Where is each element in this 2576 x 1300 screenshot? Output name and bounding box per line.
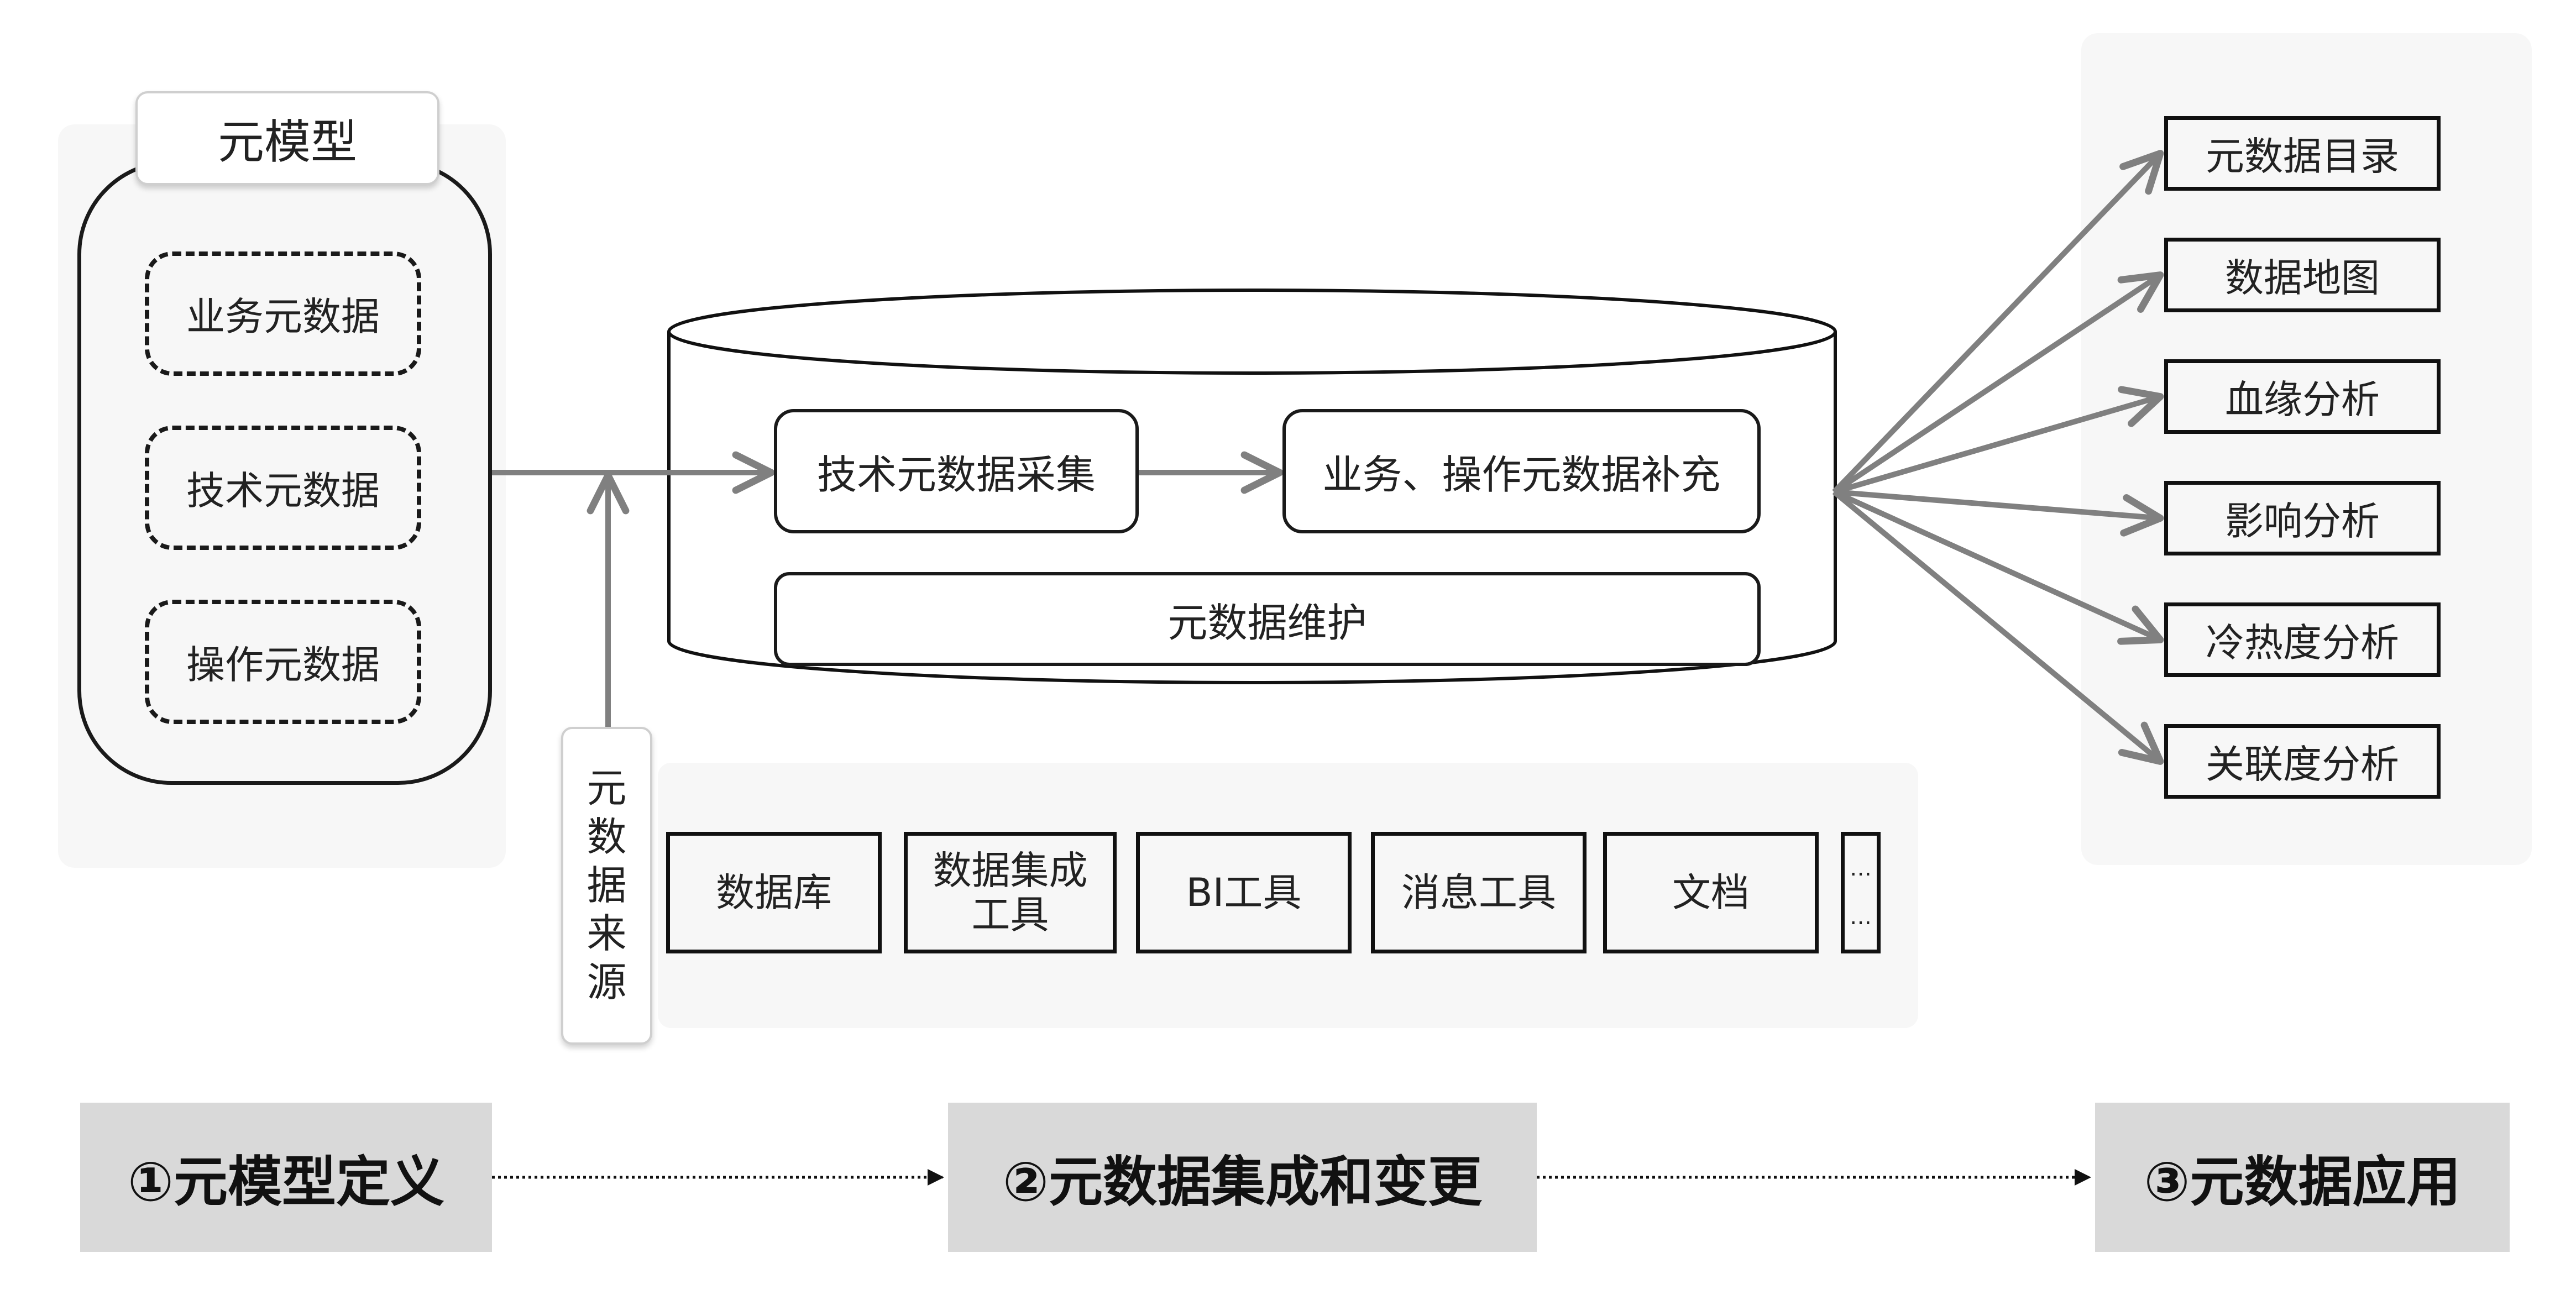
step-metamodel-definition: ①元模型定义 <box>80 1103 492 1252</box>
sources-label-char: 来 <box>587 910 627 957</box>
source-message-tool[interactable]: 消息工具 <box>1371 832 1587 953</box>
technical-metadata-collect[interactable]: 技术元数据采集 <box>774 409 1139 533</box>
cylinder-top <box>667 289 1837 375</box>
source-bi-tool[interactable]: BI工具 <box>1136 832 1352 953</box>
arrow-to-application <box>1832 150 2164 494</box>
metadata-sources-label: 元 数 据 来 源 <box>561 727 652 1045</box>
app-lineage-analysis[interactable]: 血缘分析 <box>2164 359 2441 434</box>
app-metadata-catalog[interactable]: 元数据目录 <box>2164 116 2441 191</box>
step-metadata-integration-change: ②元数据集成和变更 <box>948 1103 1537 1252</box>
sources-label-char: 源 <box>587 959 627 1006</box>
step-metadata-application: ③元数据应用 <box>2095 1103 2510 1252</box>
app-hot-cold-analysis[interactable]: 冷热度分析 <box>2164 602 2441 677</box>
meta-model-title: 元模型 <box>135 91 439 185</box>
source-database[interactable]: 数据库 <box>666 832 882 953</box>
sources-label-char: 元 <box>587 764 627 811</box>
arrow-to-application <box>1833 386 2164 495</box>
arrow-to-application <box>1834 489 2164 537</box>
app-association-analysis[interactable]: 关联度分析 <box>2164 724 2441 799</box>
source-document[interactable]: 文档 <box>1603 832 1819 953</box>
source-more[interactable]: … … <box>1841 832 1881 953</box>
arrow-to-application <box>1832 489 2164 645</box>
sources-label-char: 据 <box>587 862 627 909</box>
metadata-maintenance[interactable]: 元数据维护 <box>774 572 1761 666</box>
arrow-to-application <box>1832 271 2164 495</box>
source-data-integration-tool[interactable]: 数据集成 工具 <box>904 832 1117 953</box>
metadata-type-technical[interactable]: 技术元数据 <box>145 426 421 550</box>
application-arrows <box>1832 150 2164 765</box>
sources-label-char: 数 <box>587 813 627 860</box>
business-operational-supplement[interactable]: 业务、操作元数据补充 <box>1282 409 1761 533</box>
app-data-map[interactable]: 数据地图 <box>2164 238 2441 312</box>
arrow-to-application <box>1832 490 2164 765</box>
app-impact-analysis[interactable]: 影响分析 <box>2164 481 2441 555</box>
metadata-type-business[interactable]: 业务元数据 <box>145 251 421 376</box>
metadata-type-operational[interactable]: 操作元数据 <box>145 600 421 724</box>
